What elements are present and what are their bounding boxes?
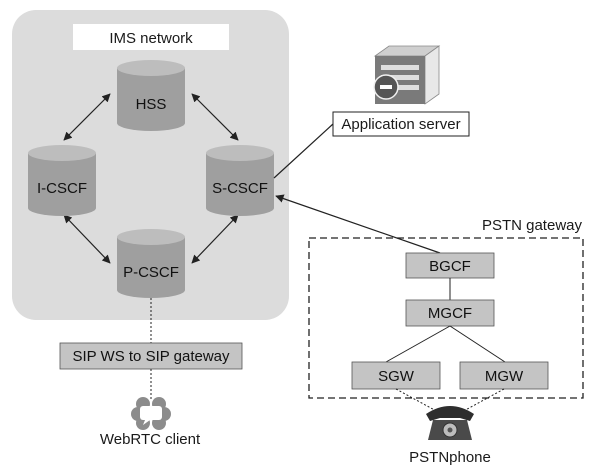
ims-network-title-box — [73, 24, 229, 50]
mgw-label: MGW — [485, 368, 524, 385]
scscf-cylinder: S-CSCF — [206, 145, 274, 216]
pstn-gateway-title: PSTN gateway — [482, 217, 583, 234]
sip-gateway-box — [59, 342, 243, 370]
mgw-box — [459, 361, 549, 390]
webrtc-client-label: WebRTC client — [100, 431, 201, 448]
sgw-label: SGW — [378, 368, 415, 385]
hss-cylinder: HSS — [117, 60, 185, 131]
hss-label: HSS — [136, 96, 167, 113]
sgw-box — [351, 361, 441, 390]
ims-network-title: IMS network — [109, 30, 193, 47]
chat-bubbles-icon — [131, 397, 171, 430]
server-icon — [373, 45, 441, 105]
bgcf-box — [405, 252, 495, 279]
mgcf-box — [405, 299, 495, 327]
icscf-cylinder: I-CSCF — [28, 145, 96, 216]
connector-scscf-appserver — [273, 123, 334, 179]
pstn-gateway-box — [308, 237, 584, 399]
application-server-label: Application server — [341, 116, 460, 133]
connector-mgcf-mgw — [449, 325, 506, 363]
connector-hss-icscf — [63, 93, 111, 141]
connector-mgcf-sgw — [385, 325, 451, 363]
sip-gateway-label: SIP WS to SIP gateway — [72, 348, 230, 365]
mgcf-label: MGCF — [428, 305, 472, 322]
application-server-box — [332, 111, 470, 137]
pstn-phone-label: PSTNphone — [409, 449, 491, 466]
pcscf-label: P-CSCF — [123, 264, 179, 281]
connector-scscf-pcscf — [191, 214, 239, 264]
icscf-label: I-CSCF — [37, 180, 87, 197]
connector-icscf-pcscf — [63, 214, 111, 264]
bgcf-label: BGCF — [429, 258, 471, 275]
connector-sgw-phone — [395, 388, 441, 414]
connector-bgcf-scscf — [275, 194, 441, 254]
telephone-icon — [426, 406, 474, 440]
scscf-label: S-CSCF — [212, 180, 268, 197]
connector-mgw-phone — [459, 388, 505, 414]
pcscf-cylinder: P-CSCF — [117, 229, 185, 298]
connector-hss-scscf — [191, 93, 239, 141]
